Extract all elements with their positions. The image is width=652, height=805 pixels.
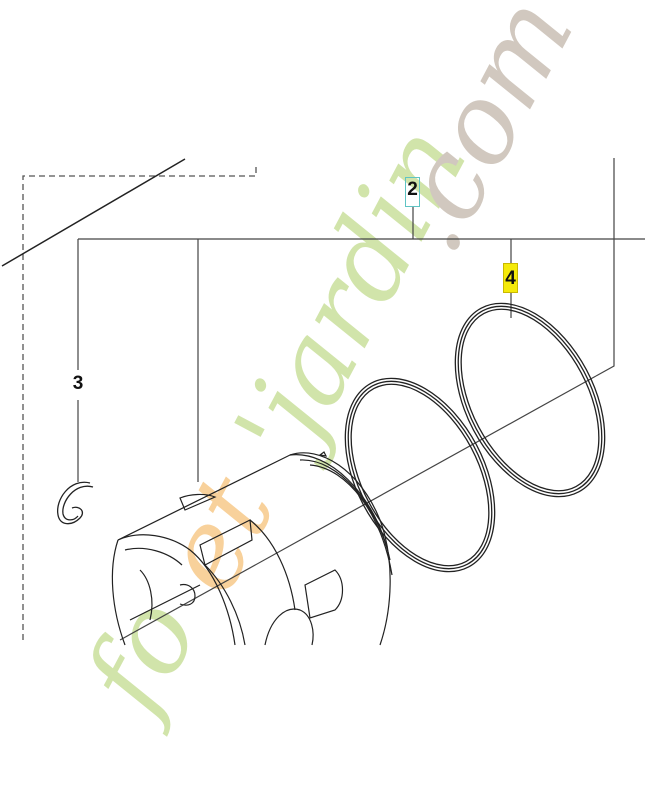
leader-lines: [77, 158, 645, 641]
circlip-drawing: [57, 481, 94, 525]
callout-3-label: 3: [72, 373, 84, 394]
callout-2-label: 2: [407, 179, 418, 200]
callout-2[interactable]: 2: [405, 177, 420, 207]
svg-text:et: et: [135, 455, 300, 612]
section-line: [1, 158, 186, 267]
piston-drawing: [111, 451, 393, 646]
watermark: fo et 'jardin .com: [57, 0, 599, 738]
callout-4-label: 4: [505, 268, 516, 289]
svg-text:fo: fo: [57, 578, 224, 739]
dashed-frame: [22, 166, 257, 640]
callout-4[interactable]: 4: [503, 263, 518, 293]
piston-ring-rear: [454, 302, 606, 498]
callout-3[interactable]: 3: [70, 374, 86, 396]
